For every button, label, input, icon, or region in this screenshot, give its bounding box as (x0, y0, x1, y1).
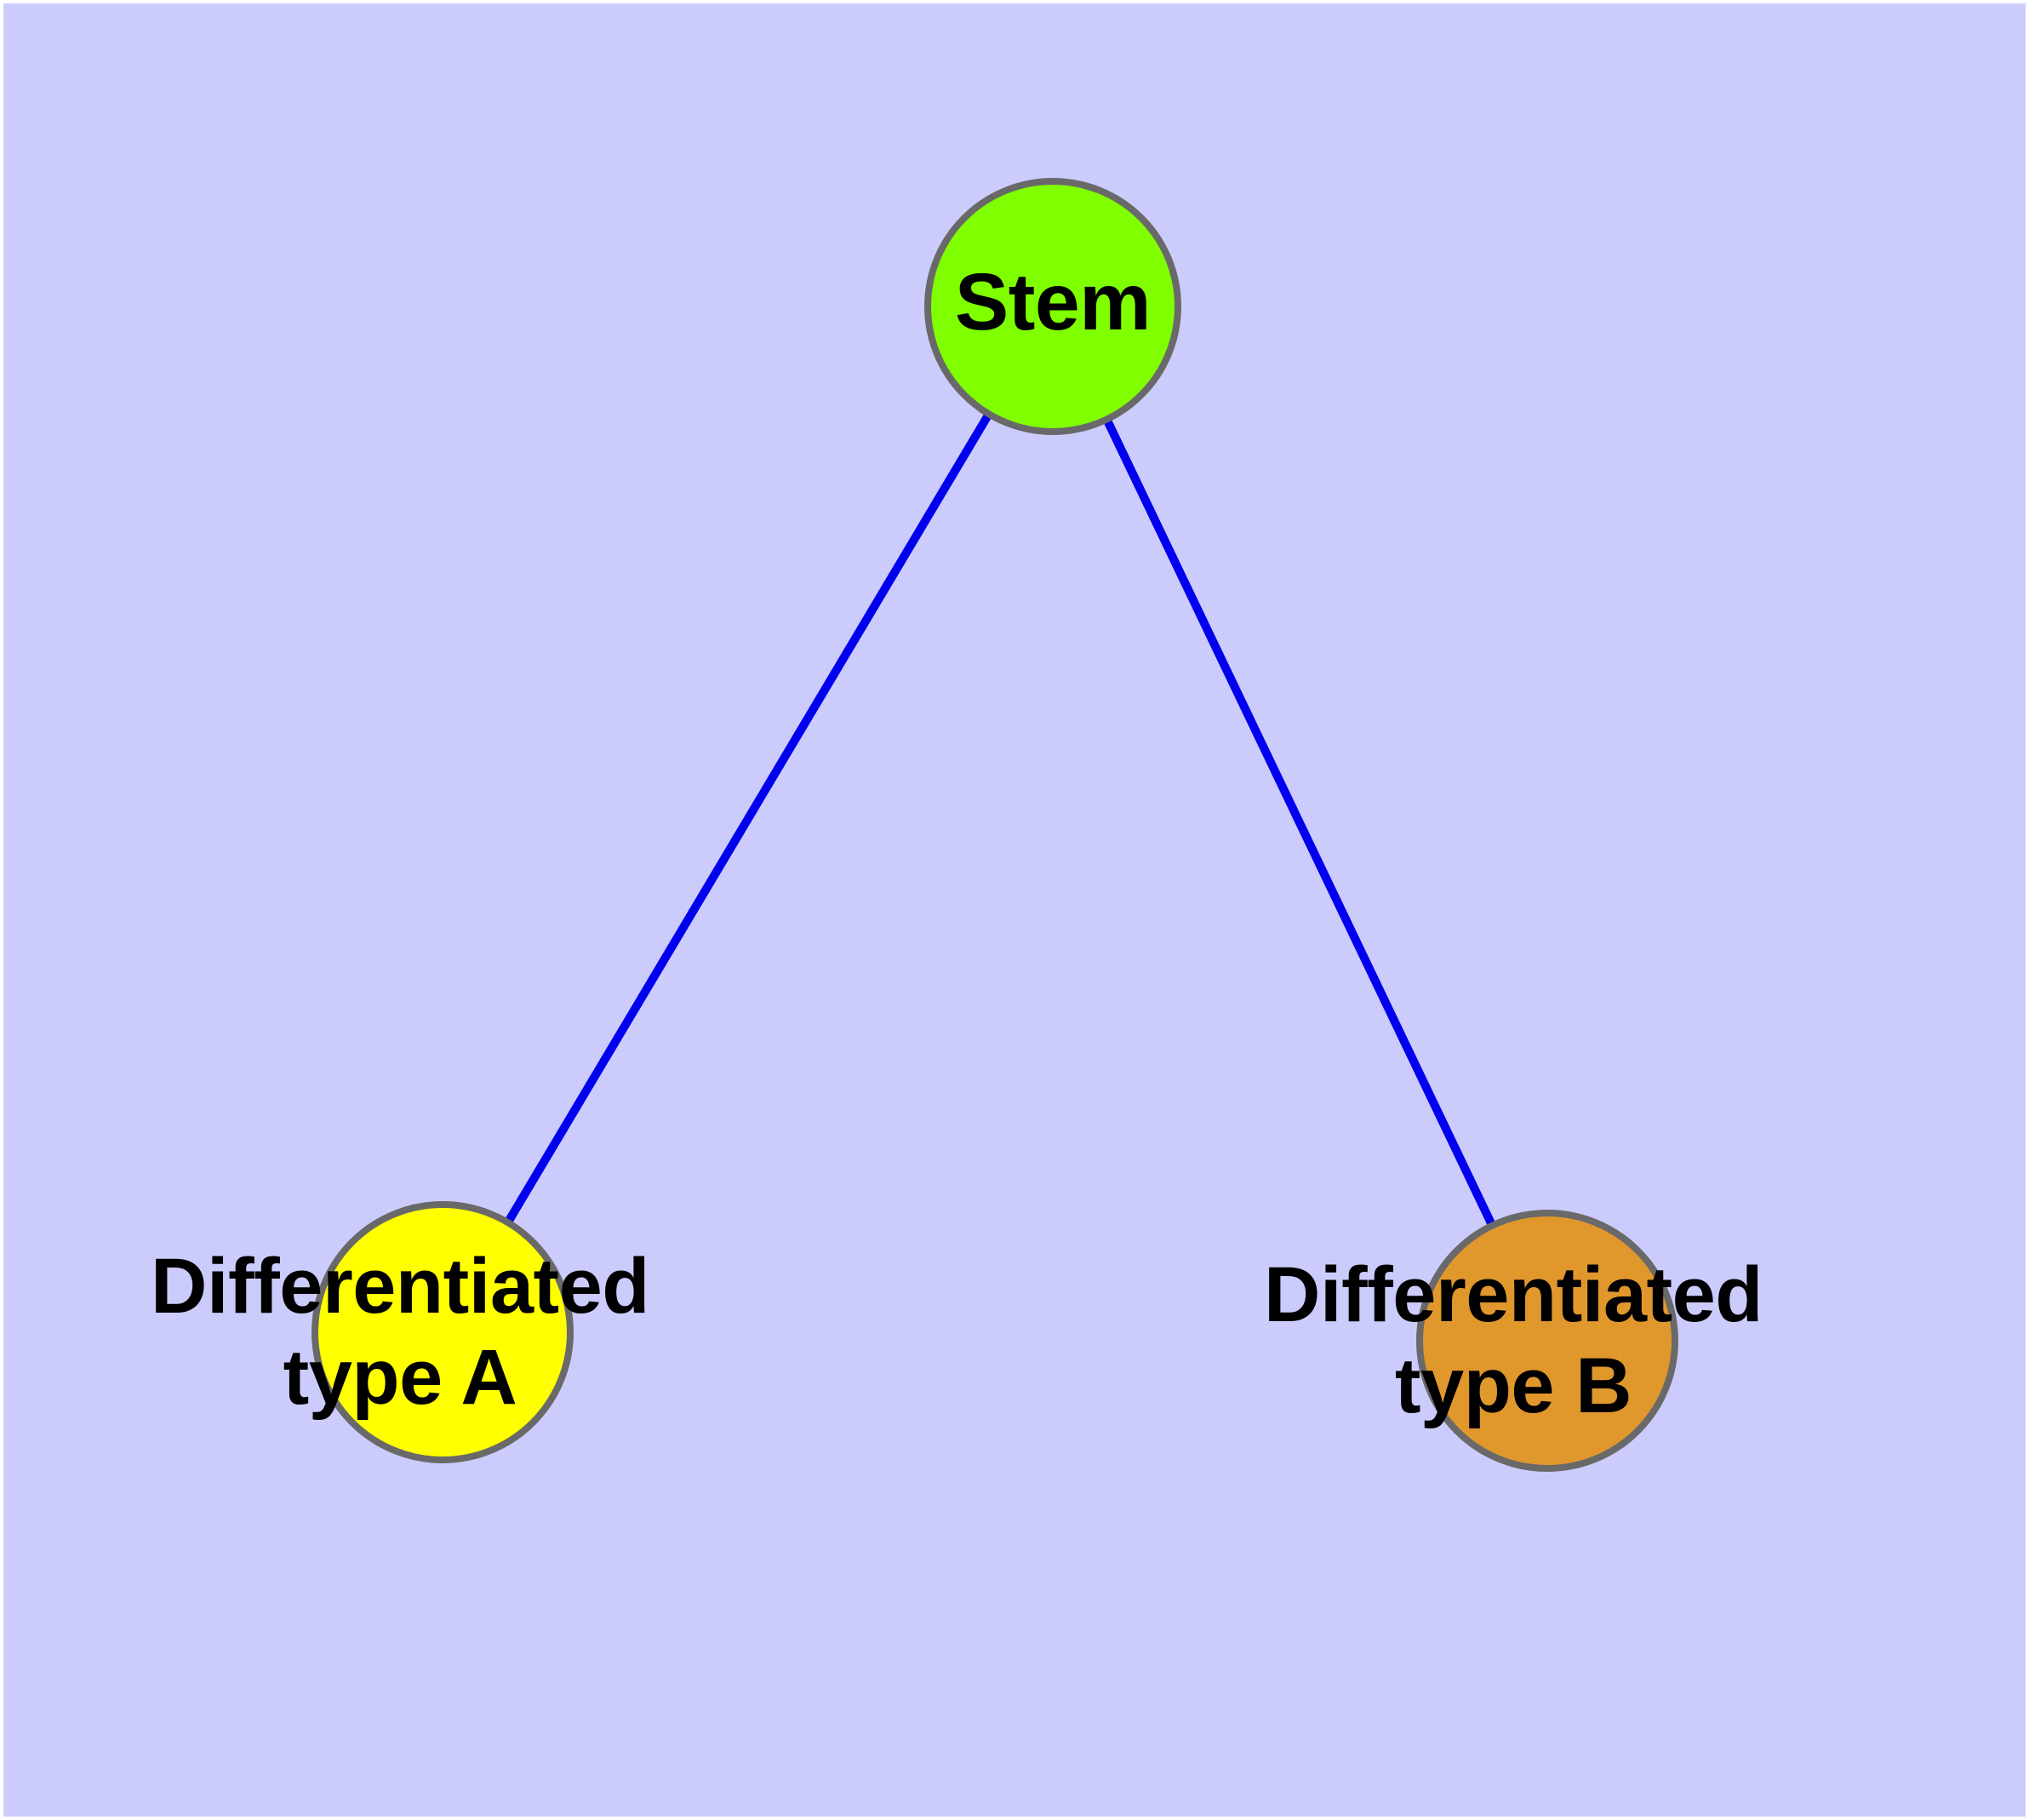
node-layer (311, 178, 1678, 1472)
edge-layer (438, 304, 1552, 1343)
node-stem-circle[interactable] (924, 178, 1181, 435)
edge-stem-to-diff-a[interactable] (438, 304, 1057, 1335)
node-diff-b-circle[interactable] (1416, 1210, 1678, 1472)
edge-stem-to-diff-b[interactable] (1049, 304, 1552, 1343)
node-diff-a-circle[interactable] (311, 1201, 574, 1463)
